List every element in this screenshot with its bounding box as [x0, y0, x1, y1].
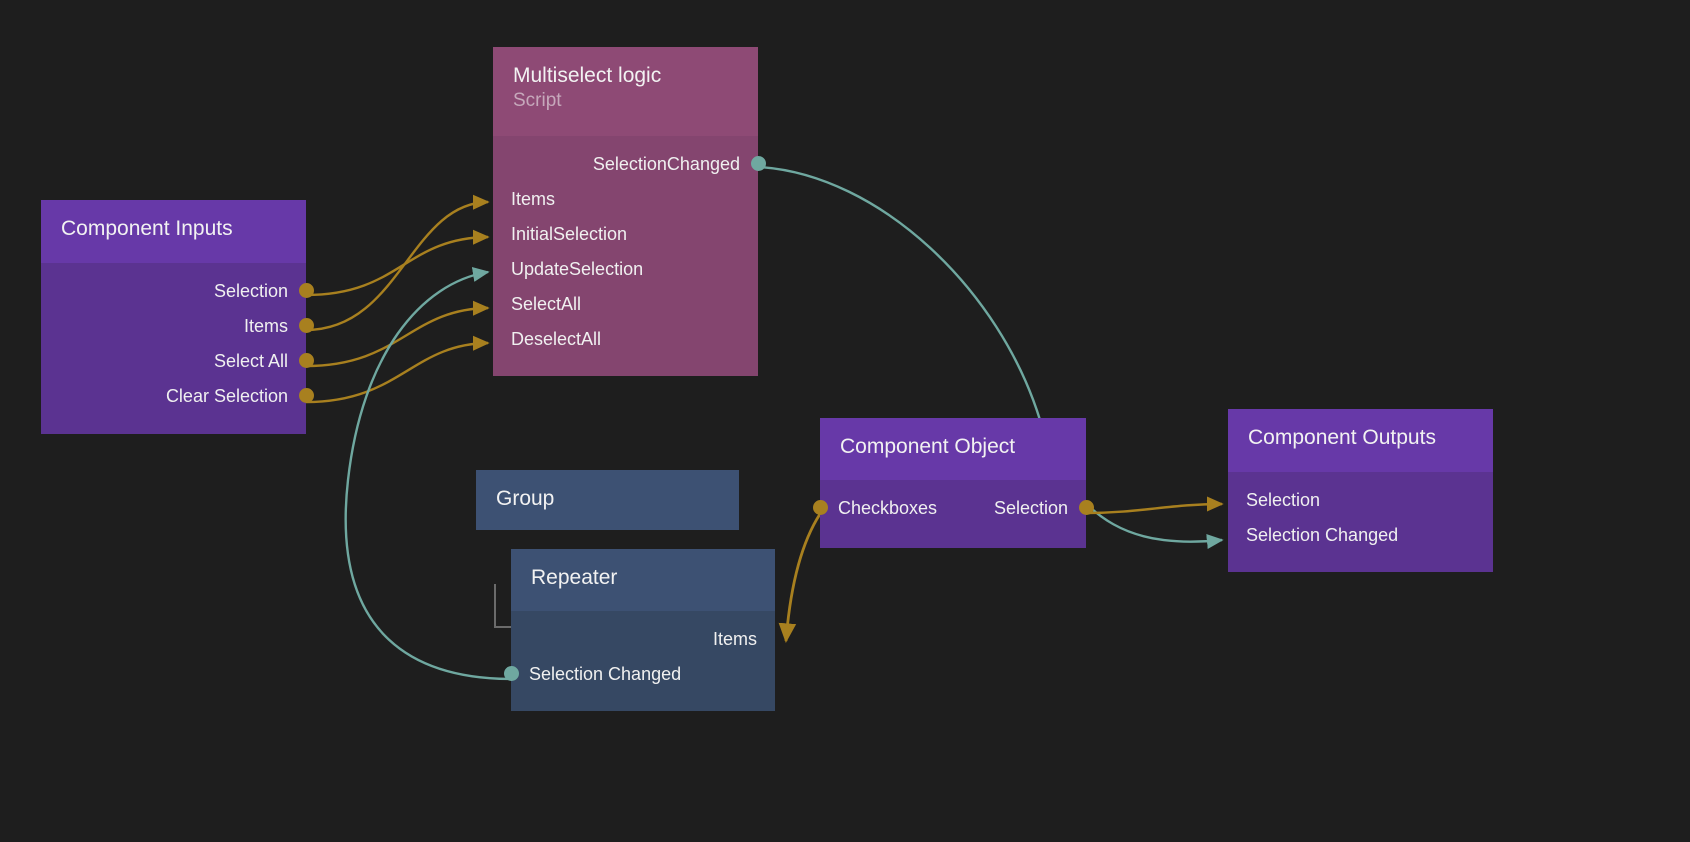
node-header-group[interactable]: Group: [476, 470, 739, 530]
port-label: InitialSelection: [511, 223, 628, 244]
port-label: SelectAll: [511, 293, 582, 314]
port-row-input-updateselection[interactable]: UpdateSelection: [493, 251, 758, 286]
port-dot-checkboxes[interactable]: [812, 500, 828, 515]
port-row-output-repeater-selection-changed[interactable]: Selection Changed: [503, 656, 775, 691]
node-component-object[interactable]: Component Object Checkboxes Selection: [812, 418, 1094, 548]
port-row-input-initialselection[interactable]: InitialSelection: [493, 216, 758, 251]
node-title: Component Object: [840, 435, 1016, 458]
wire-clearselection-to-deselectall: [305, 335, 490, 404]
port-label: Items: [712, 628, 757, 649]
port-label-selection: Selection: [993, 497, 1068, 518]
port-label-checkboxes: Checkboxes: [838, 497, 938, 518]
node-title: Repeater: [531, 566, 618, 589]
port-label: SelectionChanged: [592, 153, 740, 174]
port-row-output-select-all[interactable]: Select All: [41, 343, 314, 378]
node-repeater[interactable]: Repeater Items Selection Changed: [503, 549, 775, 711]
node-title: Multiselect logic: [513, 64, 662, 87]
port-row-output-selection[interactable]: Selection: [41, 273, 314, 308]
node-header-component-object[interactable]: Component Object: [820, 418, 1086, 480]
node-header-multiselect-logic[interactable]: Multiselect logic Script: [493, 47, 758, 136]
port-row-input-selectall[interactable]: SelectAll: [493, 286, 758, 321]
node-header-component-inputs[interactable]: Component Inputs: [41, 200, 306, 263]
port-dot-select-all[interactable]: [298, 353, 314, 368]
port-label: UpdateSelection: [511, 258, 644, 279]
wire-checkboxes-to-repeater-items: [778, 513, 822, 643]
port-row-object-checkboxes-selection[interactable]: Checkboxes Selection: [812, 490, 1094, 525]
port-row-output-clear-selection[interactable]: Clear Selection: [41, 378, 314, 413]
port-label: Clear Selection: [165, 385, 288, 406]
port-row-output-selectionchanged[interactable]: SelectionChanged: [493, 146, 766, 181]
node-body-component-outputs: Selection Selection Changed: [1228, 472, 1493, 572]
node-title: Component Inputs: [61, 217, 233, 240]
port-row-input-output-selection-changed[interactable]: Selection Changed: [1228, 517, 1493, 552]
port-label: Items: [243, 315, 288, 336]
port-row-input-output-selection[interactable]: Selection: [1228, 482, 1493, 517]
port-dot-items[interactable]: [298, 318, 314, 333]
group-child-bracket: [494, 584, 512, 628]
port-row-input-deselectall[interactable]: DeselectAll: [493, 321, 758, 356]
port-dot-clear-selection[interactable]: [298, 388, 314, 403]
port-row-output-items[interactable]: Items: [41, 308, 314, 343]
wire-items-to-items: [305, 194, 490, 332]
port-label: Selection: [213, 280, 288, 301]
port-label: Items: [511, 188, 556, 209]
port-dot-repeater-selection-changed[interactable]: [503, 666, 519, 681]
node-component-inputs[interactable]: Component Inputs Selection Items Select …: [41, 200, 314, 434]
node-subtitle: Script: [513, 90, 562, 111]
port-dot-object-selection[interactable]: [1078, 500, 1094, 515]
port-label: Select All: [213, 350, 288, 371]
port-label: Selection Changed: [1246, 524, 1399, 545]
wire-selection-to-initialselection: [305, 229, 490, 297]
wire-object-selection-to-output-selection: [1085, 496, 1224, 515]
port-label: DeselectAll: [511, 328, 602, 349]
node-body-repeater: Items Selection Changed: [503, 611, 775, 711]
node-header-component-outputs[interactable]: Component Outputs: [1228, 409, 1493, 472]
node-title: Group: [496, 487, 555, 510]
node-body-component-inputs: Selection Items Select All Clear Selecti…: [41, 263, 314, 434]
port-label: Selection: [1246, 489, 1321, 510]
node-header-repeater[interactable]: Repeater: [511, 549, 775, 611]
wire-selectall-to-selectall: [305, 300, 490, 368]
port-row-output-repeater-items[interactable]: Items: [511, 621, 775, 656]
node-body-component-object: Checkboxes Selection: [812, 480, 1094, 548]
node-multiselect-logic[interactable]: Multiselect logic Script SelectionChange…: [493, 47, 766, 376]
node-title: Component Outputs: [1248, 426, 1436, 449]
port-label: Selection Changed: [529, 663, 682, 684]
port-dot-selectionchanged[interactable]: [750, 156, 766, 171]
node-component-outputs[interactable]: Component Outputs Selection Selection Ch…: [1228, 409, 1493, 572]
port-dot-selection[interactable]: [298, 283, 314, 298]
port-row-input-items[interactable]: Items: [493, 181, 758, 216]
node-body-multiselect-logic: SelectionChanged Items InitialSelection …: [493, 136, 766, 376]
node-group[interactable]: Group: [476, 470, 739, 530]
